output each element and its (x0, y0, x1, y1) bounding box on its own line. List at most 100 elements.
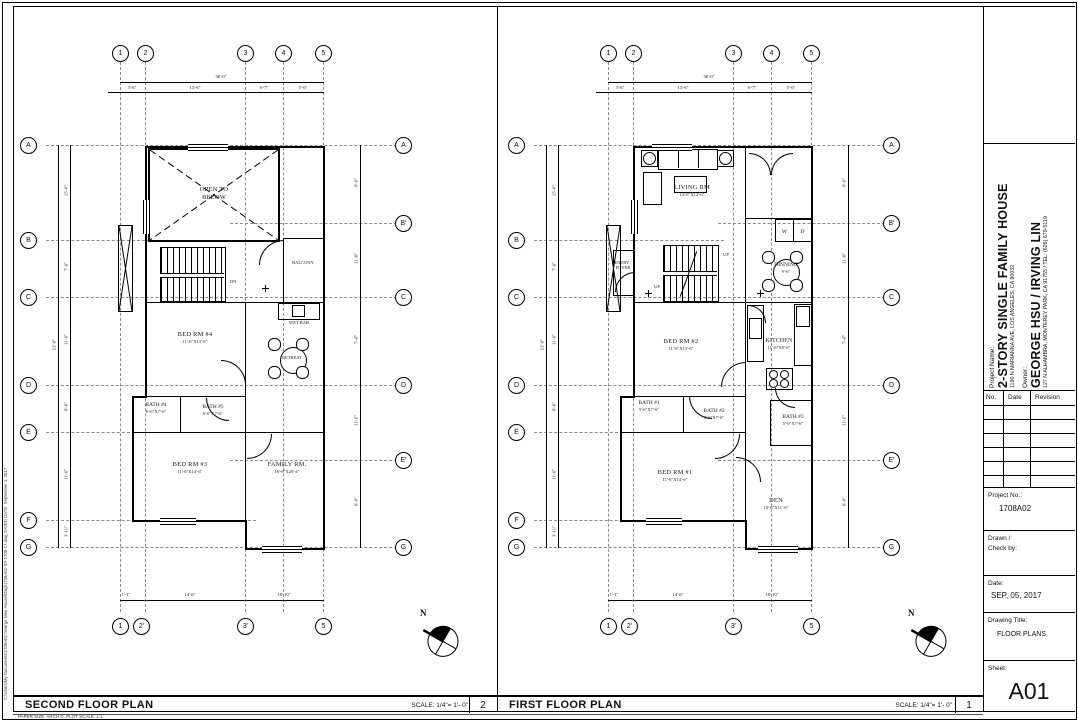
door-arc (775, 388, 795, 408)
dim-line (58, 145, 59, 548)
dryer: D (793, 219, 812, 242)
cross-brace-icon (150, 150, 278, 240)
dim-label: 8'-6" (353, 178, 359, 187)
dim-line (120, 82, 324, 83)
second-plan-title-bar: SECOND FLOOR PLAN SCALE: 1/4"= 1'- 0" 2 (13, 695, 497, 713)
dim-label: 18'-10" (765, 592, 779, 597)
frame-line (13, 6, 14, 712)
end-table (717, 150, 734, 167)
plan-divider (497, 6, 498, 711)
rev-col-date: Date (1008, 394, 1022, 401)
grid-line (46, 145, 412, 146)
sheet-number: A01 (1008, 678, 1050, 704)
cross-brace-icon (118, 225, 133, 312)
level-marker (645, 290, 652, 297)
dim-line (558, 145, 559, 548)
grid-bubble: D (20, 377, 37, 394)
plan-title: FIRST FLOOR PLAN (509, 699, 622, 711)
grid-line (534, 385, 900, 386)
room-label-family: FAMILY RM. 16'-6"X20'-4" (267, 461, 307, 474)
grid-bubble: D (508, 377, 525, 394)
wall (132, 396, 147, 398)
door-arc (721, 362, 746, 387)
shear-wall (118, 225, 133, 312)
grid-line (120, 62, 121, 612)
grid-bubble: G (508, 539, 525, 556)
window (631, 200, 638, 234)
grid-line (46, 240, 236, 241)
grid-bubble: A (395, 137, 412, 154)
grid-bubble: C (20, 289, 37, 306)
room-label-kitchen: KITCHEN 11'-6"X8'-6" (765, 338, 793, 350)
wall (683, 397, 684, 432)
wall (245, 520, 247, 550)
drawing-title-value: FLOOR PLANS (997, 631, 1047, 638)
room-label-bed2: BED RM #2 11'-6"X13'-6" (663, 338, 699, 351)
wall (323, 146, 325, 550)
grid-bubble: 3 (725, 45, 742, 62)
sofa (658, 149, 718, 170)
grid-bubble: B' (395, 215, 412, 232)
grid-line (230, 460, 412, 461)
dim-label: 5'-6" (298, 85, 308, 90)
window (262, 546, 302, 553)
grid-bubble: 3' (725, 618, 742, 635)
grid-line (733, 62, 734, 612)
coffee-table (674, 176, 707, 193)
dim-label: 7'-0" (353, 335, 359, 344)
stair-direction-label: UP (654, 284, 660, 289)
grid-bubble: A (20, 137, 37, 154)
bar-divider (469, 697, 470, 713)
grid-bubble: A (883, 137, 900, 154)
burner (780, 379, 789, 388)
tb-line (983, 475, 1075, 476)
dim-label: 14'-6" (672, 592, 684, 597)
window (652, 144, 692, 151)
grid-line (46, 297, 412, 298)
frame-line (13, 711, 1075, 712)
dim-label: 7'-0" (551, 262, 557, 271)
grid-bubble: 1 (600, 45, 617, 62)
wall (745, 520, 747, 550)
dim-label: 5'-6" (786, 85, 796, 90)
level-marker (757, 290, 764, 297)
dim-label: 8'-0" (63, 402, 69, 411)
dim-label: 52'-0" (51, 338, 57, 351)
paper-size-note: PAPER SIZE: ARCH D. PLOT SCALE: 1:1 (18, 714, 103, 719)
wall (620, 396, 622, 522)
dim-label: 3'-6" (127, 85, 137, 90)
dim-label: 3'-11" (63, 526, 69, 537)
north-arrow-icon (422, 625, 459, 657)
room-label-den: DEN 10'-6"X11'-6" (763, 497, 789, 510)
grid-bubble: 5 (803, 45, 820, 62)
dim-label: 11'-0" (353, 253, 359, 264)
room-label-bath2: BATH #2 5'-6"X7'-6" (703, 408, 725, 420)
grid-line (608, 62, 609, 612)
dim-label: 1'-1" (121, 592, 131, 597)
tb-line (983, 660, 1075, 661)
end-table-ring (643, 152, 656, 165)
grid-bubble: 2' (621, 618, 638, 635)
dim-label: 6'-7" (747, 85, 757, 90)
north-label: N (420, 608, 427, 618)
dim-label: 11'-6" (551, 334, 557, 345)
grid-bubble: 5 (315, 45, 332, 62)
wall (620, 432, 746, 433)
chair (762, 251, 775, 264)
plan-number: 1 (966, 700, 972, 711)
dim-label: 18'-10" (277, 592, 291, 597)
revision-table: No. Date Revision (983, 390, 1075, 488)
dim-label: 52'-0" (539, 338, 545, 351)
dim-label: 3'-6" (615, 85, 625, 90)
dim-label: 8'-0" (551, 402, 557, 411)
dim-label: 8'-6" (841, 178, 847, 187)
grid-bubble: 3' (237, 618, 254, 635)
sofa-seam (698, 149, 699, 168)
dim-label: 11'-6" (551, 469, 557, 480)
room-label-bath1: BATH #1 5'-6"X7'-6" (638, 400, 660, 412)
grid-bubble: 4 (763, 45, 780, 62)
dim-label: 13'-6" (189, 85, 201, 90)
window (758, 546, 798, 553)
dim-label: 11'-6" (63, 469, 69, 480)
wall (745, 148, 746, 218)
